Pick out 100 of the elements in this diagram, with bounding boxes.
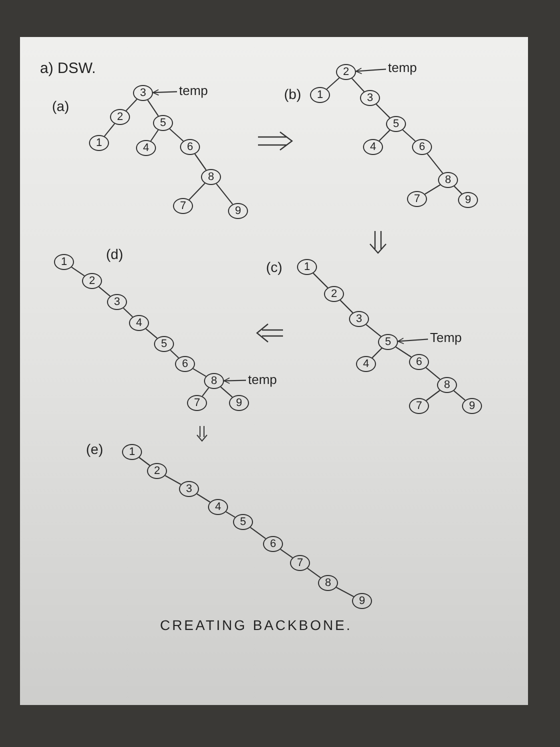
pointer-label: Temp (428, 330, 464, 346)
tree-edge (280, 548, 293, 558)
tree-edge (71, 266, 85, 276)
tree-edge (194, 154, 207, 170)
pointer-arrow (224, 377, 246, 384)
tree-node: 6 (412, 139, 432, 155)
tree-node: 9 (229, 395, 249, 411)
tree-edge (169, 128, 184, 142)
tree-edge (192, 368, 206, 377)
tree-node: 9 (228, 203, 248, 219)
tree-edge (454, 390, 466, 401)
tree-node: 1 (122, 444, 142, 460)
tree-node: 2 (324, 286, 344, 302)
tree-edge (188, 182, 206, 200)
tree-edge (402, 129, 416, 142)
tree-edge (147, 100, 159, 116)
tree-edge (376, 104, 390, 118)
pointer-label: temp (386, 60, 419, 76)
tree-node: 8 (318, 575, 338, 591)
panel-label: (b) (284, 86, 302, 103)
tree-node: 2 (336, 64, 356, 80)
tree-node: 3 (360, 90, 380, 106)
tree-node: 5 (378, 334, 398, 350)
tree-node: 8 (201, 169, 221, 185)
tree-node: 4 (363, 139, 383, 155)
tree-edge (216, 183, 234, 205)
pointer-arrow (152, 89, 178, 96)
tree-node: 5 (154, 336, 174, 352)
tree-node: 4 (129, 315, 149, 331)
tree-node: 4 (356, 356, 376, 372)
tree-edge (98, 286, 110, 297)
tree-node: 8 (204, 373, 224, 389)
tree-edge (352, 78, 364, 92)
pointer-label: temp (246, 372, 279, 388)
tree-edge (226, 511, 236, 518)
tree-node: 6 (409, 354, 429, 370)
tree-node: 9 (462, 398, 482, 414)
tree-node: 5 (233, 514, 253, 530)
tree-edge (424, 184, 440, 195)
tree-edge (146, 328, 158, 339)
tree-edge (336, 586, 354, 598)
tree-edge (138, 457, 150, 466)
tree-edge (307, 568, 321, 578)
tree-node: 5 (153, 115, 173, 131)
tree-node: 4 (136, 140, 156, 156)
panel-label: (a) (52, 98, 70, 115)
tree-edge (202, 387, 210, 397)
tree-edge (366, 324, 382, 337)
tree-node: 7 (173, 198, 193, 214)
tree-node: 5 (386, 116, 406, 132)
pointer-arrow (356, 68, 386, 74)
tree-node: 1 (310, 87, 330, 103)
caption: CREATING BACKBONE. (160, 616, 352, 634)
tree-node: 3 (107, 294, 127, 310)
tree-edge (196, 493, 210, 503)
tree-edge (312, 272, 328, 288)
tree-edge (220, 386, 233, 398)
tree-node: 6 (175, 356, 195, 372)
tree-edge (372, 348, 382, 358)
tree-node: 2 (82, 273, 102, 289)
tree-edge (326, 77, 340, 90)
tree-node: 1 (54, 254, 74, 270)
tree-edge (150, 130, 159, 142)
tree-edge (426, 367, 440, 380)
tree-edge (170, 350, 179, 358)
tree-edge (126, 98, 138, 112)
pointer-label: temp (177, 83, 210, 99)
tree-edge (426, 153, 444, 174)
tree-node: 3 (179, 481, 199, 497)
tree-edge (426, 390, 440, 401)
tree-node: 6 (180, 139, 200, 155)
tree-node: 6 (263, 536, 283, 552)
tree-node: 9 (352, 593, 372, 609)
tree-edge (396, 346, 412, 358)
tree-node: 7 (407, 191, 427, 207)
panel-label: (c) (266, 259, 282, 276)
tree-edge (340, 300, 354, 314)
tree-node: 1 (89, 135, 109, 151)
tree-edge (250, 526, 266, 540)
panel-label: (d) (106, 246, 124, 263)
panel-label: (e) (86, 441, 104, 458)
tree-node: 2 (147, 463, 167, 479)
tree-edge (123, 308, 133, 318)
tree-node: 3 (133, 85, 153, 101)
tree-node: 9 (458, 192, 478, 208)
title: a) DSW. (40, 60, 96, 78)
tree-node: 7 (409, 398, 429, 414)
tree-node: 8 (438, 172, 458, 188)
tree-node: 7 (187, 395, 207, 411)
tree-edge (104, 123, 116, 137)
tree-node: 8 (437, 377, 457, 393)
pointer-arrow (398, 338, 428, 344)
tree-node: 3 (349, 311, 369, 327)
tree-node: 7 (290, 555, 310, 571)
tree-edge (454, 186, 462, 194)
tree-edge (164, 475, 182, 485)
tree-node: 1 (297, 259, 317, 275)
tree-node: 4 (208, 499, 228, 515)
tree-edge (378, 130, 390, 142)
tree-node: 2 (110, 109, 130, 125)
